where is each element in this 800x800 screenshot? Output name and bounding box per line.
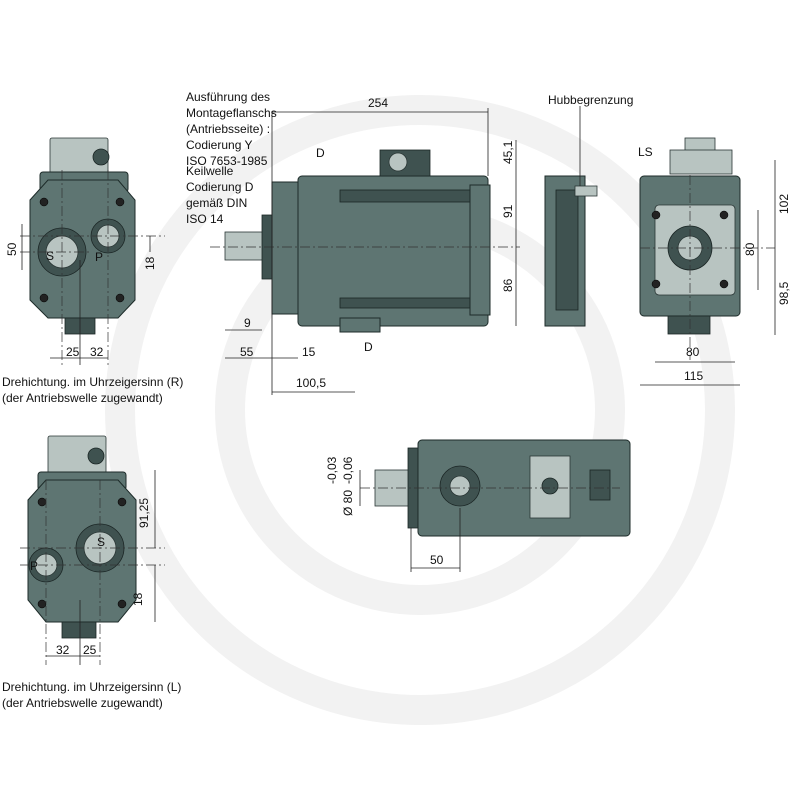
dim-32-bottom: 32 (56, 643, 70, 657)
dim-50-left: 50 (5, 242, 19, 256)
dim-32-top: 32 (90, 345, 104, 359)
front-view-l (20, 435, 165, 665)
ls-label: LS (638, 145, 653, 159)
shaft-line4: ISO 14 (186, 212, 224, 226)
stroke-limit-label: Hubbegrenzung (548, 93, 633, 107)
port-p-label-l: P (30, 559, 38, 573)
mount-flange-line2: Montageflanschs (186, 106, 277, 120)
rotation-l-line2: (der Antriebswelle zugewandt) (2, 696, 163, 710)
dim-50-bottom: 50 (430, 553, 444, 567)
port-s-label-l: S (97, 535, 105, 549)
tolerance-lower: -0,06 (341, 456, 355, 484)
dim-15: 15 (302, 345, 316, 359)
shaft-line1: Keilwelle (186, 164, 234, 178)
shaft-line2: Codierung D (186, 180, 254, 194)
side-view (210, 108, 520, 395)
dim-80-vertical: 80 (743, 242, 757, 256)
rotation-r-line1: Drehichtung. im Uhrzeigersinn (R) (2, 375, 183, 389)
mount-flange-line4: Codierung Y (186, 138, 253, 152)
dim-254: 254 (368, 96, 388, 110)
d-label-top: D (316, 146, 325, 160)
dim-91: 91 (501, 204, 515, 218)
tolerance-upper: -0,03 (325, 456, 339, 484)
mount-flange-line1: Ausführung des (186, 90, 270, 104)
dim-9: 9 (244, 316, 251, 330)
dim-100-5: 100,5 (296, 376, 326, 390)
port-s-label-r: S (46, 249, 54, 263)
rotation-r-line2: (der Antriebswelle zugewandt) (2, 391, 163, 405)
dim-80-horizontal: 80 (686, 345, 700, 359)
dim-18-bottom: 18 (131, 592, 145, 606)
dim-86: 86 (501, 278, 515, 292)
dim-18-top: 18 (143, 256, 157, 270)
dim-25-bottom: 25 (83, 643, 97, 657)
port-p-label-r: P (95, 250, 103, 264)
top-view (359, 439, 631, 572)
front-view-r (20, 137, 165, 365)
dim-diameter-80: Ø 80 (341, 490, 355, 516)
dim-91-25: 91,25 (137, 498, 151, 528)
dim-45-1: 45,1 (501, 140, 515, 164)
dim-98-5: 98,5 (777, 281, 791, 305)
rotation-l-line1: Drehichtung. im Uhrzeigersinn (L) (2, 680, 181, 694)
rear-view (639, 137, 776, 386)
stroke-limit-view (544, 106, 598, 327)
d-label-bottom: D (364, 340, 373, 354)
dim-102: 102 (777, 194, 791, 214)
dim-25-top: 25 (66, 345, 80, 359)
dim-115: 115 (684, 369, 703, 383)
mount-flange-line3: (Antriebsseite) : (186, 122, 270, 136)
mount-flange-line5: ISO 7653-1985 (186, 154, 268, 168)
dim-55: 55 (240, 345, 254, 359)
shaft-line3: gemäß DIN (186, 196, 247, 210)
